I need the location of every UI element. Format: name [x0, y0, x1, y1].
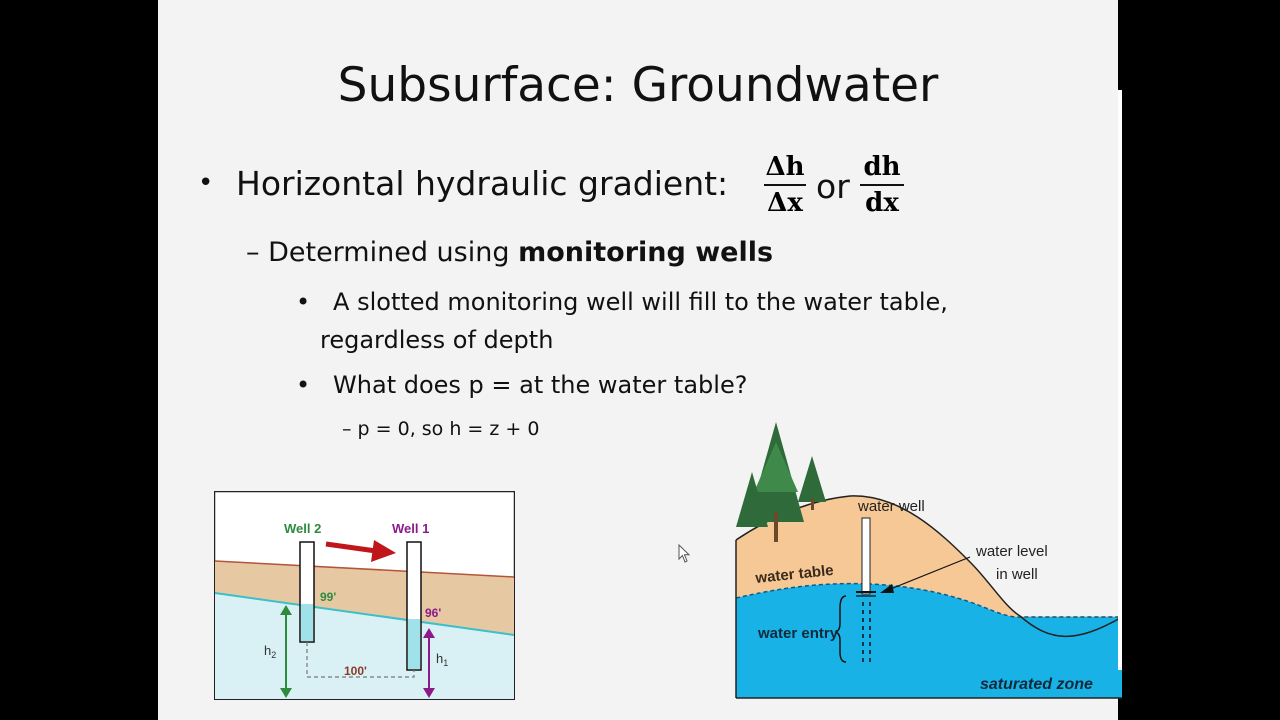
sub-bullet-text: – Determined using [246, 237, 519, 268]
bullet-main: Horizontal hydraulic gradient: [200, 164, 728, 203]
fraction-or: or [816, 167, 850, 206]
well2-label: Well 2 [284, 521, 321, 536]
item3: – p = 0, so h = z + 0 [342, 418, 540, 440]
item1-line2: regardless of depth [320, 326, 554, 354]
fraction-delta: Δh Δx [764, 152, 806, 218]
fraction-derivative-numerator: dh [863, 152, 901, 182]
fraction-derivative: dh dx [860, 152, 904, 218]
bullet-main-text: Horizontal hydraulic gradient: [236, 164, 729, 203]
well2-head: 99' [320, 590, 336, 604]
item2-text: What does p = at the water table? [333, 371, 748, 399]
fraction-derivative-denominator: dx [865, 188, 899, 218]
water-well-label: water well [857, 498, 925, 515]
mouse-cursor-icon [678, 544, 691, 563]
well1-head: 96' [425, 606, 441, 620]
item1-line1: • A slotted monitoring well will fill to… [296, 288, 948, 316]
right-edge-strip [1118, 90, 1122, 670]
distance-label: 100' [344, 664, 367, 678]
sub-bullet: – Determined using monitoring wells [246, 237, 773, 268]
sub-bullet-bold: monitoring wells [518, 237, 774, 268]
slide: Subsurface: Groundwater • Horizontal hyd… [158, 0, 1122, 720]
h1-label: h1 [436, 651, 448, 668]
water-level-label-1: water level [975, 543, 1048, 560]
wells-diagram: Well 2 Well 1 99' 96' 100' h2 h1 [214, 491, 515, 700]
saturated-zone-label: saturated zone [980, 676, 1093, 693]
fraction-delta-denominator: Δx [767, 188, 803, 218]
aquifer-diagram: water well water level in well water tab… [735, 422, 1122, 699]
well1-label: Well 1 [392, 521, 429, 536]
item2: • What does p = at the water table? [296, 371, 748, 399]
fraction-delta-numerator: Δh [765, 152, 805, 182]
bullet-dot: • [198, 168, 214, 198]
item1-line1-text: A slotted monitoring well will fill to t… [333, 288, 948, 316]
slide-title: Subsurface: Groundwater [337, 58, 939, 113]
water-level-label-2: in well [996, 566, 1038, 583]
water-entry-label: water entry [757, 625, 839, 642]
h2-label: h2 [264, 643, 276, 660]
